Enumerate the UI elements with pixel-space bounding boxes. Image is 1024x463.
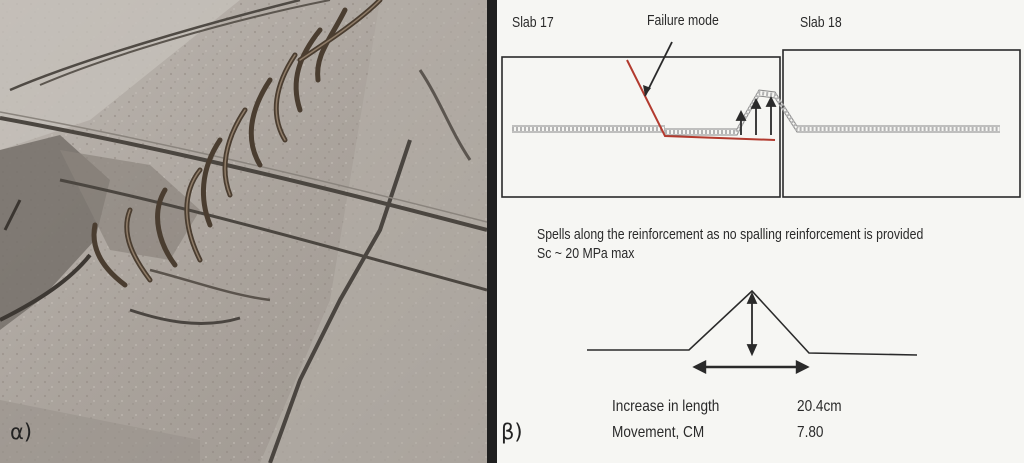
failure-line xyxy=(626,59,776,141)
result-label-2: Movement, CM xyxy=(612,424,705,441)
slab-18-outline xyxy=(782,49,1021,198)
photo-panel: α) xyxy=(0,0,487,463)
slab-17-label: Slab 17 xyxy=(512,14,554,31)
slab-17-outline xyxy=(501,56,781,198)
slab-18-label: Slab 18 xyxy=(800,14,842,31)
buckle-profile xyxy=(587,289,918,356)
uplift-arrows xyxy=(735,95,777,135)
panel-divider xyxy=(487,0,497,463)
failure-pointer xyxy=(644,41,673,97)
reinforcement-bar-buckled xyxy=(665,89,1000,136)
result-label-1: Increase in length xyxy=(612,398,720,415)
note-line-1: Spells along the reinforcement as no spa… xyxy=(537,226,924,243)
damaged-slab-photo xyxy=(0,0,487,463)
note-line-2: Sc ~ 20 MPa max xyxy=(537,245,635,262)
buckle-height-arrow xyxy=(746,291,758,357)
slab-failure-diagram xyxy=(501,41,1021,374)
reinforcement-bar-left xyxy=(512,125,665,133)
length-increase-arrow xyxy=(692,360,810,374)
failure-mode-label: Failure mode xyxy=(647,12,719,29)
result-value-2: 7.80 xyxy=(797,424,824,441)
result-value-1: 20.4cm xyxy=(797,398,842,415)
panel-label-alpha: α) xyxy=(10,420,33,444)
diagram-panel: Slab 17 Slab 18 Failure mode Spells alon… xyxy=(497,0,1024,463)
panel-label-beta: β) xyxy=(501,420,523,444)
